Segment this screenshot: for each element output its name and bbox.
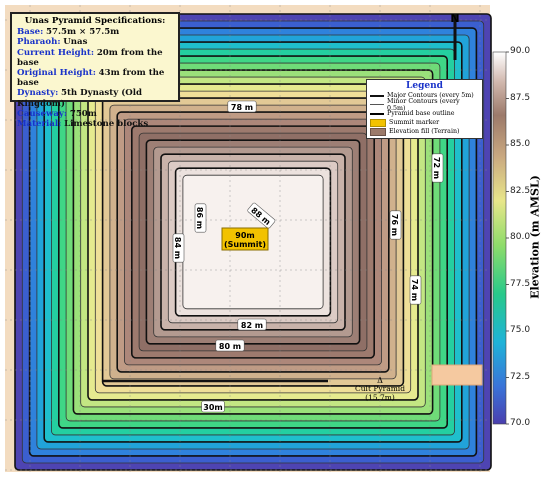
north-label: N	[450, 12, 459, 25]
spec-row: Base: 57.5m × 57.5m	[17, 27, 173, 37]
contour-label-text: 84 m	[173, 237, 182, 259]
colorbar-tick-label: 72.5	[510, 371, 531, 382]
contour-label: 30m	[201, 400, 225, 413]
spec-key: Pharaoh:	[17, 37, 61, 48]
minor-line-swatch	[370, 104, 384, 105]
legend-box: Legend Major Contours (every 5m)Minor Co…	[366, 79, 483, 139]
spec-key: Original Height:	[17, 68, 96, 79]
contour-label-text: 74 m	[410, 279, 419, 301]
contour-label-text: 30m	[203, 403, 222, 412]
spec-key: Material:	[17, 119, 62, 130]
spec-key: Causeway:	[17, 108, 68, 119]
legend-label: Elevation fill (Terrain)	[389, 128, 460, 135]
major-line-swatch	[370, 94, 384, 97]
contour-label-text: 78 m	[231, 103, 253, 112]
summit-marker: 90m(Summit)	[221, 227, 269, 251]
contour-label-text: 80 m	[219, 342, 241, 351]
spec-key: Base:	[17, 27, 44, 38]
gold-fill-swatch	[370, 118, 386, 127]
summit-label: (Summit)	[224, 240, 266, 249]
spec-row: Original Height: 43m from the base	[17, 68, 173, 88]
colorbar-tick-label: 82.5	[510, 185, 531, 196]
legend-label: Major Contours (every 5m)	[387, 92, 474, 99]
cult-pyramid-text: Cult Pyramid	[355, 384, 405, 393]
contour-label-text: 76 m	[390, 214, 399, 236]
contour-label: 82 m	[237, 318, 267, 331]
spec-key: Current Height:	[17, 47, 95, 58]
colorbar-tick-label: 90.0	[510, 46, 531, 56]
contour-label: 78 m	[227, 100, 257, 113]
spec-value: 43m from the base	[17, 68, 165, 89]
spec-value: Unas	[63, 37, 88, 48]
contour-label: 80 m	[215, 339, 245, 352]
contour-label-text: 72 m	[432, 157, 441, 179]
contour-label-text: 86 m	[195, 207, 204, 229]
contour-label: 72 m	[431, 153, 444, 183]
base-line-swatch	[370, 112, 384, 115]
brown-fill-swatch	[370, 127, 386, 136]
colorbar-tick-label: 75.0	[510, 325, 531, 335]
spec-value: 20m from the base	[17, 47, 163, 68]
contour-label: 74 m	[409, 275, 422, 305]
colorbar-tick-label: 77.5	[510, 278, 531, 289]
cult-pyramid-text: Δ	[377, 376, 383, 385]
legend-label: Minor Contours (every 0.5m)	[387, 97, 460, 112]
legend-item: Elevation fill (Terrain)	[370, 127, 479, 136]
spec-value: 5th Dynasty (Old Kingdom)	[17, 88, 143, 109]
cult-pyramid-marker	[431, 364, 483, 386]
colorbar-tick-label: 80.0	[510, 232, 531, 242]
spec-row: Current Height: 20m from the base	[17, 48, 173, 68]
spec-value: 57.5m × 57.5m	[46, 27, 120, 38]
spec-value: Limestone blocks	[64, 119, 149, 130]
overlay-layer	[102, 14, 483, 386]
legend-label: Pyramid base outline	[387, 110, 455, 117]
cult-pyramid-text: (15.7m)	[365, 393, 395, 402]
contour-label: 76 m	[389, 210, 402, 240]
spec-row: Pharaoh: Unas	[17, 37, 173, 47]
spec-row: Causeway: 750m	[17, 109, 173, 119]
specifications-title: Unas Pyramid Specifications:	[24, 16, 166, 26]
spec-key: Dynasty:	[17, 88, 59, 99]
spec-value: 750m	[69, 108, 97, 119]
spec-row: Dynasty: 5th Dynasty (Old Kingdom)	[17, 88, 173, 108]
legend-item: Pyramid base outline	[370, 109, 479, 118]
contour-label-text: 82 m	[241, 321, 263, 330]
contour-label: 84 m	[172, 233, 185, 263]
legend-item: Minor Contours (every 0.5m)	[370, 97, 479, 112]
summit-label: 90m	[235, 231, 254, 240]
legend-item: Summit marker	[370, 118, 479, 127]
colorbar-tick-label: 85.0	[510, 139, 531, 149]
legend-title: Legend	[406, 81, 443, 91]
colorbar-title: Elevation (m AMSL)	[528, 175, 542, 299]
colorbar-ticks	[506, 51, 509, 425]
legend-label: Summit marker	[389, 119, 440, 126]
colorbar	[492, 51, 507, 425]
specifications-box: Unas Pyramid Specifications: Base: 57.5m…	[10, 12, 180, 129]
contour-label: 86 m	[194, 203, 207, 233]
legend-item: Major Contours (every 5m)	[370, 91, 479, 100]
colorbar-tick-label: 87.5	[510, 92, 531, 103]
spec-row: Material: Limestone blocks	[17, 119, 173, 129]
colorbar-tick-label: 70.0	[510, 418, 531, 428]
